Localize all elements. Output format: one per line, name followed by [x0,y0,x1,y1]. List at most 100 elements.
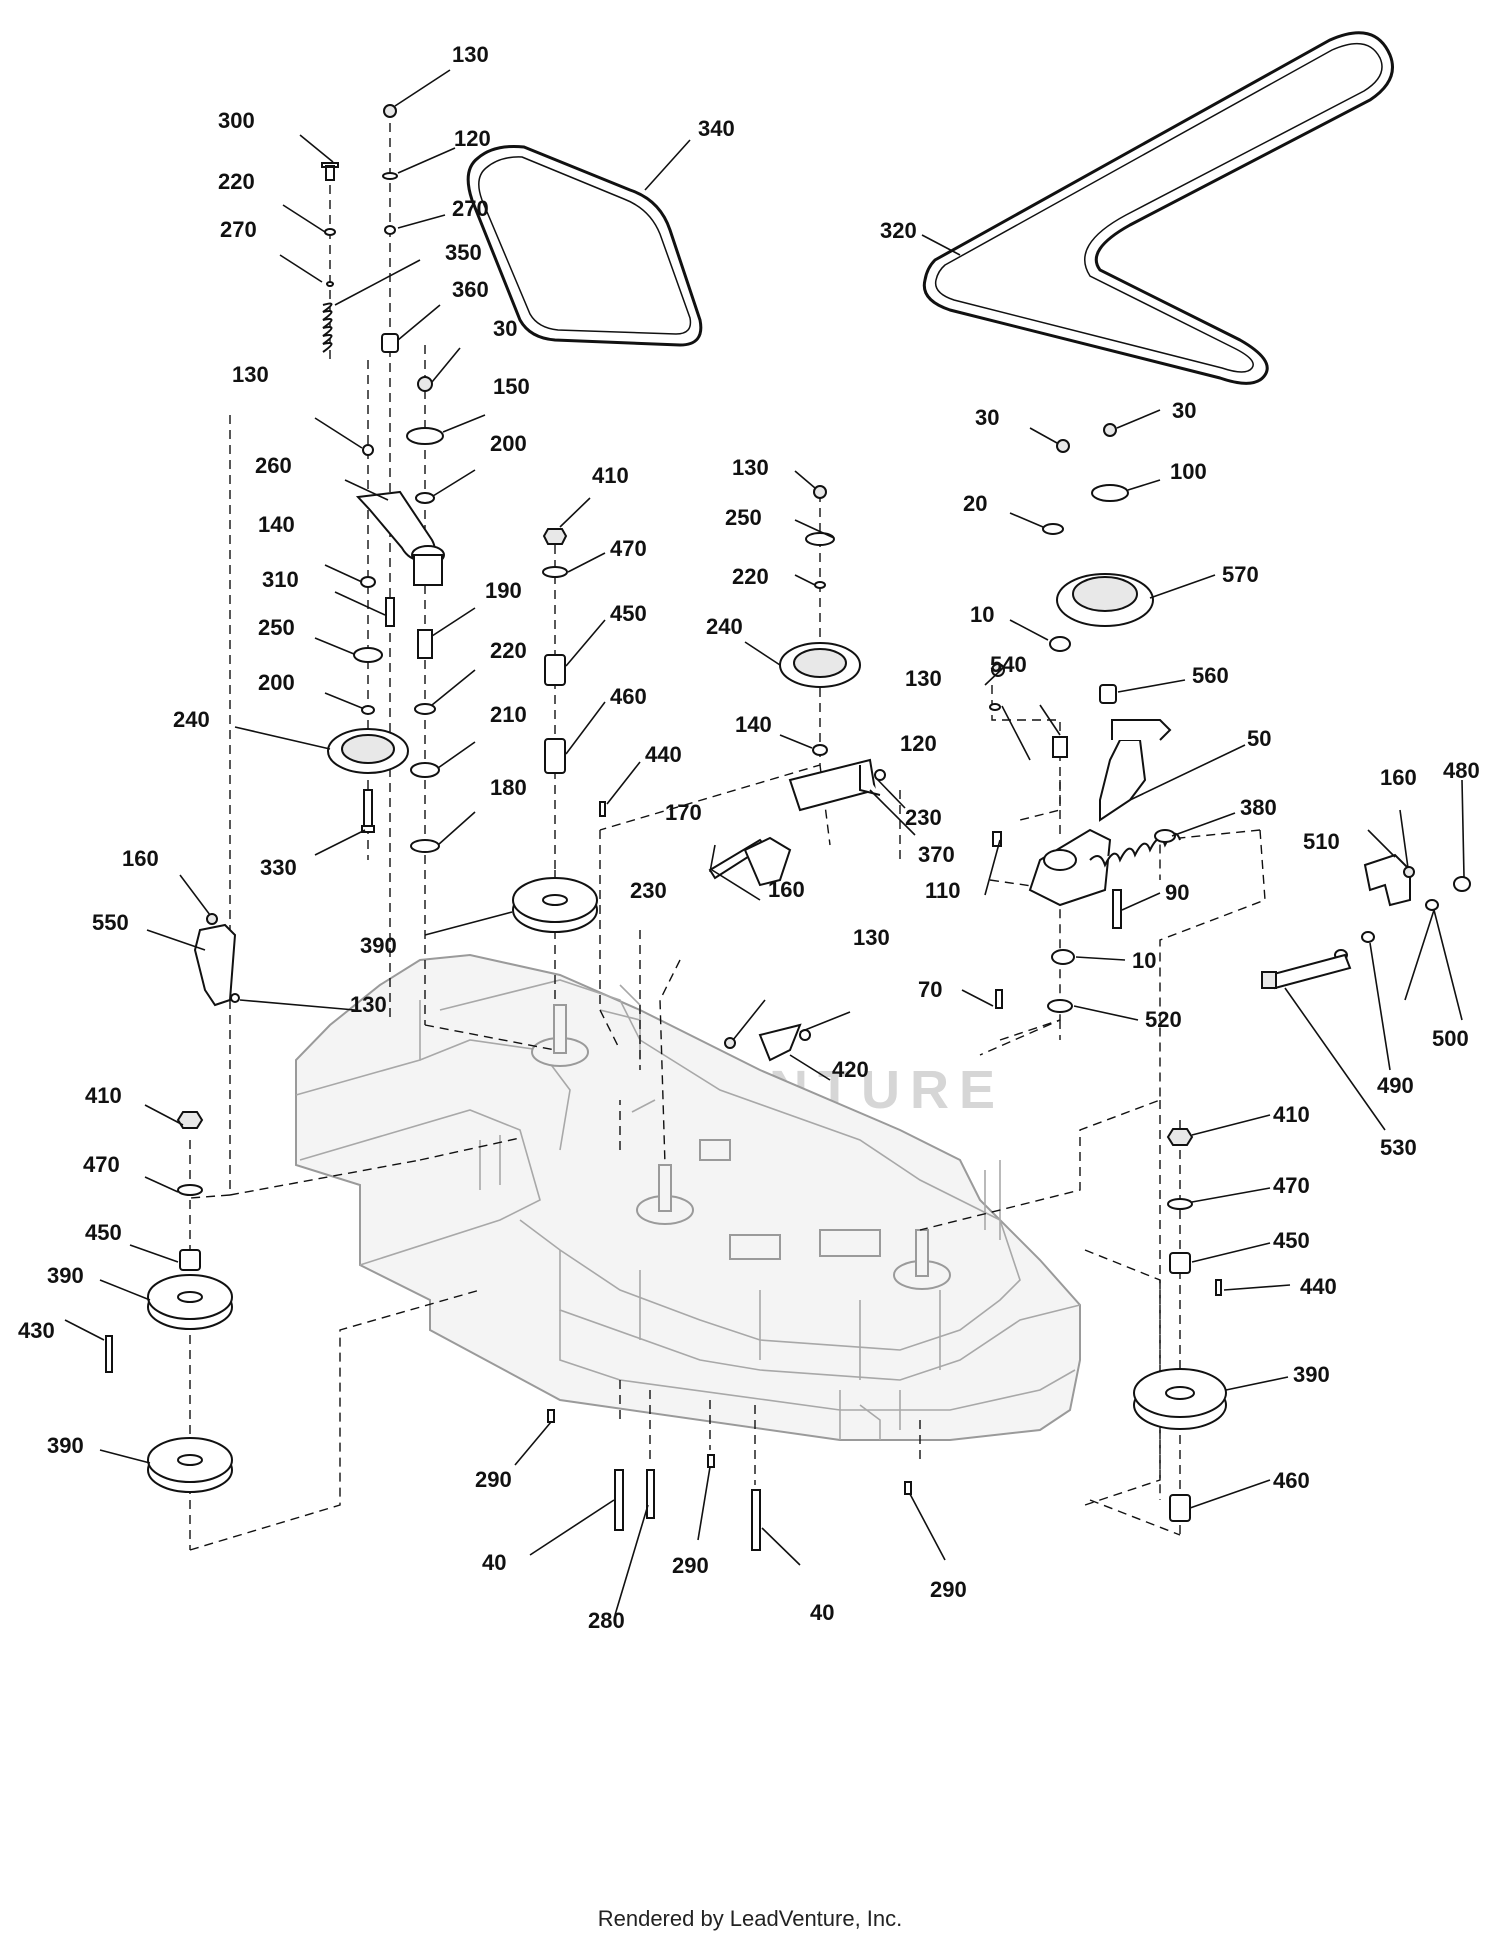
callout-label: 290 [930,1577,967,1602]
callout-label: 490 [1377,1073,1414,1098]
left-idler-assembly [321,104,445,853]
callout-label: 380 [1240,795,1277,820]
callout-label: 170 [665,800,702,825]
mower-deck [295,953,1081,1441]
callout-label: 520 [1145,1007,1182,1032]
callout-label: 290 [672,1553,709,1578]
callout-label: 410 [1273,1102,1310,1127]
callout-label: 210 [490,702,527,727]
callout-label: 230 [905,805,942,830]
callout-label: 140 [735,712,772,737]
callout-label: 200 [258,670,295,695]
callout-label: 120 [454,126,491,151]
callout-label: 300 [218,108,255,133]
callout-label: 510 [1303,829,1340,854]
callout-label: 550 [92,910,129,935]
deck-hardware [547,1409,912,1551]
callout-label: 240 [706,614,743,639]
callout-label: 250 [258,615,295,640]
callout-label: 280 [588,1608,625,1633]
right-front-assembly [1133,1128,1227,1522]
callout-label: 470 [610,536,647,561]
callout-label: 130 [732,455,769,480]
callout-label: 480 [1443,758,1480,783]
adjuster-assembly [1261,853,1471,990]
callout-label: 20 [963,491,987,516]
callout-label: 130 [853,925,890,950]
callout-label: 330 [260,855,297,880]
callout-label: 30 [1172,398,1196,423]
center-idler-assembly [708,485,886,1062]
callout-label: 70 [918,977,942,1002]
callout-label: 40 [810,1600,834,1625]
callout-label: 410 [85,1083,122,1108]
callout-label: 290 [475,1467,512,1492]
callout-label: 100 [1170,459,1207,484]
callout-label: 270 [220,217,257,242]
callout-label: 180 [490,775,527,800]
callout-label: 370 [918,842,955,867]
callout-label: 320 [880,218,917,243]
callout-label: 440 [645,742,682,767]
callout-label: 460 [610,684,647,709]
callout-label: 50 [1247,726,1271,751]
callout-label: 390 [47,1263,84,1288]
callout-label: 30 [975,405,999,430]
right-idler-assembly [989,423,1181,1013]
callout-label: 30 [493,316,517,341]
callout-label: 340 [698,116,735,141]
left-front-assembly [105,913,240,1493]
callout-label: 190 [485,578,522,603]
leader-lines [64,69,1465,1616]
callout-label: 570 [1222,562,1259,587]
callout-label: 260 [255,453,292,478]
callout-label: 470 [83,1152,120,1177]
callout-label: 130 [232,362,269,387]
callout-label: 220 [490,638,527,663]
belt-320 [922,31,1394,385]
callout-label: 540 [990,652,1027,677]
callout-label: 450 [85,1220,122,1245]
callout-label: 140 [258,512,295,537]
belt-340 [466,145,703,347]
callout-labels: 130 300 120 220 270 270 350 360 30 130 1… [18,42,1480,1633]
callout-label: 160 [122,846,159,871]
callout-label: 390 [360,933,397,958]
callout-label: 460 [1273,1468,1310,1493]
callout-label: 160 [1380,765,1417,790]
callout-label: 410 [592,463,629,488]
callout-label: 10 [1132,948,1156,973]
callout-label: 530 [1380,1135,1417,1160]
callout-label: 200 [490,431,527,456]
callout-label: 230 [630,878,667,903]
callout-label: 250 [725,505,762,530]
callout-label: 450 [1273,1228,1310,1253]
callout-label: 560 [1192,663,1229,688]
callout-label: 310 [262,567,299,592]
callout-label: 130 [350,992,387,1017]
callout-label: 420 [832,1057,869,1082]
callout-label: 130 [905,666,942,691]
callout-label: 390 [47,1433,84,1458]
callout-label: 160 [768,877,805,902]
callout-label: 10 [970,602,994,627]
callout-label: 450 [610,601,647,626]
callout-label: 360 [452,277,489,302]
callout-label: 40 [482,1550,506,1575]
footer-credit: Rendered by LeadVenture, Inc. [597,1906,903,1931]
callout-label: 350 [445,240,482,265]
callout-label: 90 [1165,880,1189,905]
callout-label: 470 [1273,1173,1310,1198]
callout-label: 240 [173,707,210,732]
callout-label: 220 [218,169,255,194]
callout-label: 270 [452,196,489,221]
callout-label: 110 [925,878,961,903]
center-spindle-stack [512,528,606,933]
callout-label: 500 [1432,1026,1469,1051]
callout-label: 390 [1293,1362,1330,1387]
callout-label: 150 [493,374,530,399]
callout-label: 430 [18,1318,55,1343]
callout-label: 130 [452,42,489,67]
callout-label: 120 [900,731,937,756]
